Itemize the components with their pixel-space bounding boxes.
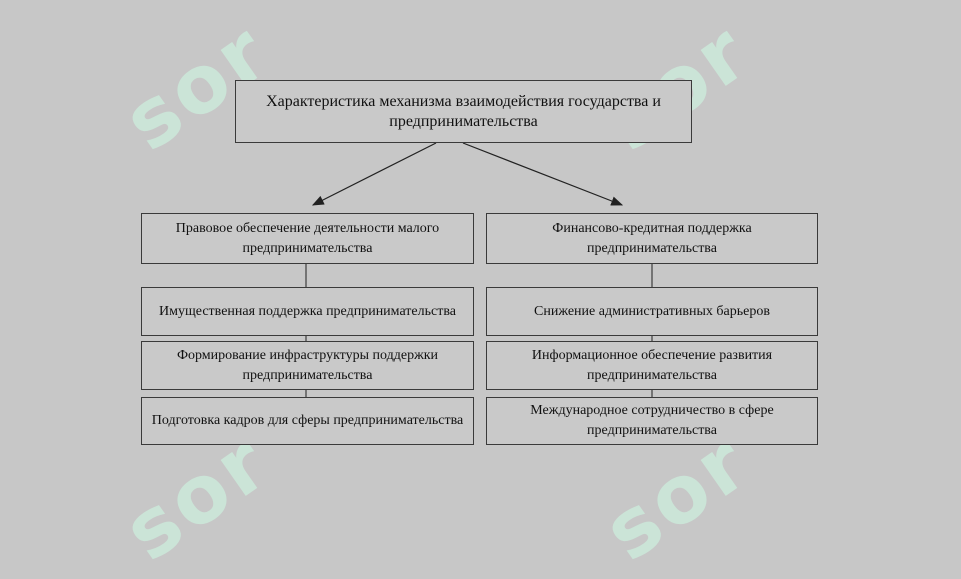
right-node-finance: Финансово-кредитная поддержка предприним… bbox=[486, 213, 818, 264]
arrow-right bbox=[462, 142, 624, 206]
right-node-information: Информационное обеспечение развития пред… bbox=[486, 341, 818, 390]
left-node-infrastructure: Формирование инфраструктуры поддержки пр… bbox=[141, 341, 474, 390]
right-node-barriers: Снижение административных барьеров bbox=[486, 287, 818, 336]
connector-lines bbox=[305, 142, 653, 397]
left-node-training: Подготовка кадров для сферы предпринимат… bbox=[141, 397, 474, 445]
arrow-left bbox=[311, 142, 437, 206]
root-node: Характеристика механизма взаимодействия … bbox=[235, 80, 692, 143]
right-node-international: Международное сотрудничество в сфере пре… bbox=[486, 397, 818, 445]
left-node-property: Имущественная поддержка предпринимательс… bbox=[141, 287, 474, 336]
left-node-legal: Правовое обеспечение деятельности малого… bbox=[141, 213, 474, 264]
